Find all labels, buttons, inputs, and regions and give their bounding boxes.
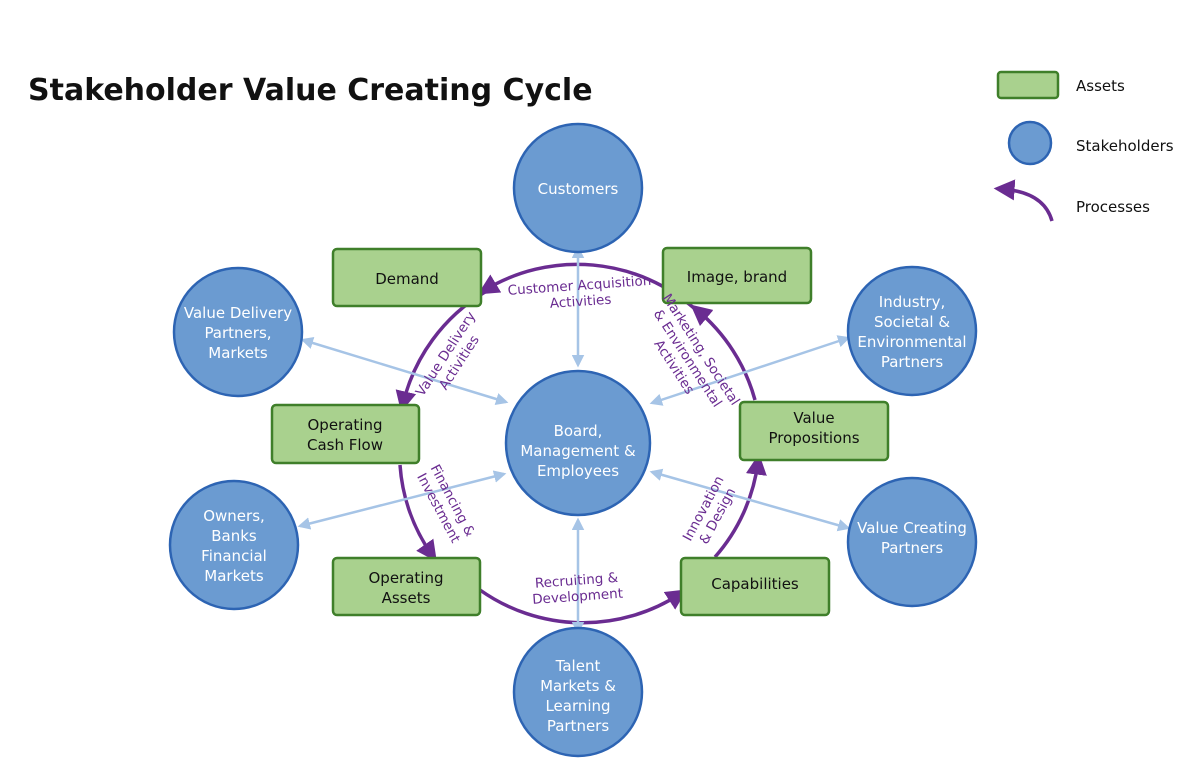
- text-line: Environmental: [857, 333, 966, 351]
- legend-processes: Processes: [993, 179, 1150, 222]
- text-line: Partners: [881, 539, 944, 557]
- text-line: Assets: [382, 589, 431, 607]
- link-industry: [649, 335, 851, 406]
- text-line: Banks: [211, 527, 257, 545]
- asset-capabilities-label: Capabilities: [711, 575, 799, 593]
- text-line: Value Creating: [857, 519, 967, 537]
- legend-asset-swatch: [996, 70, 1060, 100]
- text-line: Demand: [375, 270, 439, 288]
- asset-capabilities: Capabilities: [679, 556, 831, 617]
- process-innovation-label: Innovation& Design: [680, 473, 742, 551]
- process-customer-acquisition-label: Customer AcquisitionActivities: [507, 273, 653, 315]
- asset-image-brand: Image, brand: [661, 246, 813, 305]
- center-board-management: Board, Management & Employees: [504, 369, 652, 517]
- stakeholder-customers-label: Customers: [538, 180, 619, 198]
- text-line: Activities: [549, 292, 612, 312]
- text-line: Employees: [537, 462, 619, 480]
- text-line: Partners: [547, 717, 610, 735]
- text-line: Markets: [204, 567, 264, 585]
- text-line: Operating: [308, 416, 383, 434]
- legend-process-arrow-icon: [993, 179, 1054, 222]
- legend-processes-label: Processes: [1076, 198, 1150, 216]
- legend-stakeholders: Stakeholders: [1007, 120, 1174, 166]
- legend-assets-label: Assets: [1076, 77, 1125, 95]
- text-line: Learning: [545, 697, 610, 715]
- text-line: Markets: [208, 344, 268, 362]
- text-line: Financial: [201, 547, 267, 565]
- text-line: Recruiting &: [534, 570, 619, 592]
- link-value-delivery: [300, 336, 509, 406]
- text-line: Societal &: [874, 313, 950, 331]
- text-line: Industry,: [879, 293, 945, 311]
- text-line: Cash Flow: [307, 436, 383, 454]
- text-line: Value Delivery: [184, 304, 292, 322]
- link-owners: [297, 470, 507, 530]
- text-line: Capabilities: [711, 575, 799, 593]
- text-line: Customers: [538, 180, 619, 198]
- text-line: Operating: [369, 569, 444, 587]
- process-financing-label: Financing &Investment: [413, 462, 479, 547]
- center-label: Board, Management & Employees: [520, 422, 636, 480]
- asset-image-brand-label: Image, brand: [687, 268, 787, 286]
- text-line: Talent: [555, 657, 601, 675]
- legend-stakeholder-swatch: [1007, 120, 1053, 166]
- legend-stakeholders-label: Stakeholders: [1076, 137, 1174, 155]
- text-line: Propositions: [768, 429, 859, 447]
- text-line: Owners,: [203, 507, 265, 525]
- text-line: Management &: [520, 442, 636, 460]
- asset-demand: Demand: [331, 247, 483, 308]
- process-marketing-label: Marketing, Societal& EnvironmentalActivi…: [632, 291, 743, 426]
- text-line: Image, brand: [687, 268, 787, 286]
- page-title: Stakeholder Value Creating Cycle: [28, 73, 593, 108]
- legend-assets: Assets: [996, 70, 1125, 100]
- link-value-creating: [649, 468, 851, 532]
- text-line: Development: [532, 586, 624, 608]
- stakeholder-links: [297, 245, 851, 635]
- process-recruiting-label: Recruiting &Development: [531, 570, 624, 608]
- stakeholder-customers: Customers: [512, 122, 644, 254]
- text-line: Board,: [554, 422, 603, 440]
- text-line: Partners: [881, 353, 944, 371]
- asset-demand-label: Demand: [375, 270, 439, 288]
- text-line: Markets &: [540, 677, 616, 695]
- text-line: Partners,: [204, 324, 271, 342]
- legend: Assets Stakeholders Processes: [993, 70, 1174, 222]
- text-line: Value: [793, 409, 834, 427]
